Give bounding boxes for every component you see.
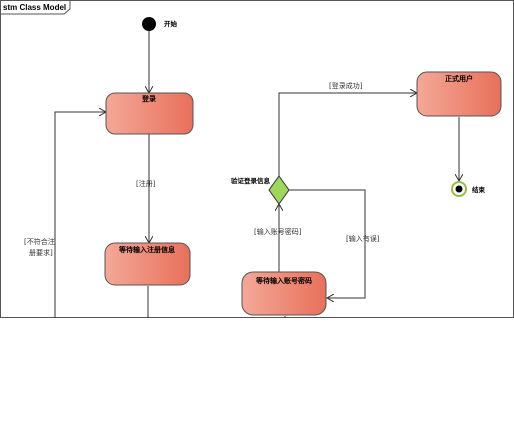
state-input-account-label: 等待输入账号密码 [255,276,312,285]
diagram-frame [0,0,514,318]
edge-login-success [278,93,417,176]
decision-node[interactable] [268,175,290,205]
edge-label-register: [注册] [136,179,156,188]
edge-label-input-error: [输入有误] [346,234,380,243]
edge-label-not-eligible-2: 册要求] [29,248,53,257]
state-legal-user[interactable]: 正式用户 [416,71,502,117]
state-input-account[interactable]: 等待输入账号密码 [241,271,327,316]
state-login[interactable]: 登录 [105,92,194,135]
edge-label-login-success: [登录成功] [329,81,363,90]
edge-label-input-account: [输入账号密码] [254,227,302,236]
edge-label-not-eligible-1: [不符合注 [24,237,55,246]
frame-title: stm Class Model [3,3,66,12]
initial-node [142,17,156,31]
final-node [455,185,463,193]
decision-label: 验证登录信息 [231,176,271,185]
state-legal-user-label: 正式用户 [445,74,473,83]
edge-input-error [289,189,366,298]
frame-title-tab [0,0,71,15]
final-node-label: 结束 [472,185,486,194]
edge-not-eligible [54,112,106,318]
state-input-register-label: 等待输入注册信息 [118,245,175,254]
initial-node-label: 开始 [164,19,178,28]
state-input-register[interactable]: 等待输入注册信息 [104,242,191,286]
state-login-label: 登录 [141,94,156,103]
